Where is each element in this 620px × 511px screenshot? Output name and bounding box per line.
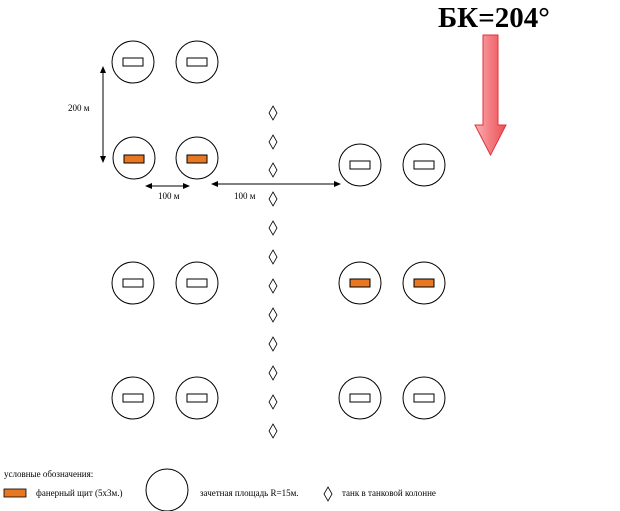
- target-area-active: [338, 261, 382, 305]
- target-area: [402, 376, 446, 420]
- bearing-arrow-icon: [474, 34, 507, 157]
- target-area: [111, 376, 155, 420]
- target-area-active: [402, 261, 446, 305]
- target-area-active: [112, 136, 156, 180]
- plywood-shield-active: [349, 278, 371, 288]
- diamond-icon: [268, 423, 278, 439]
- plywood-shield: [186, 57, 208, 67]
- bearing-label: БК=204°: [438, 2, 550, 34]
- plywood-shield: [122, 393, 144, 403]
- legend-symbols: [3, 468, 333, 511]
- tank-column: [268, 105, 278, 439]
- diamond-icon: [268, 191, 278, 207]
- plywood-shield-active: [123, 154, 145, 164]
- dimension-horizontal-label-1: 100 м: [158, 191, 180, 201]
- plywood-shield: [349, 393, 371, 403]
- dimension-horizontal-label-2: 100 м: [234, 191, 256, 201]
- diamond-icon: [268, 307, 278, 323]
- plywood-shield: [186, 278, 208, 288]
- legend-heading: условные обозначения:: [4, 469, 94, 479]
- legend-circle-icon: [145, 468, 189, 511]
- target-area: [402, 143, 446, 187]
- legend-diamond-icon: [323, 486, 333, 502]
- diamond-icon: [268, 105, 278, 121]
- right-target-group: [338, 143, 446, 420]
- diamond-icon: [268, 394, 278, 410]
- left-target-group: [111, 40, 219, 420]
- diamond-icon: [268, 134, 278, 150]
- plywood-shield: [413, 393, 435, 403]
- target-area-active: [175, 136, 219, 180]
- target-area: [175, 261, 219, 305]
- target-area: [111, 261, 155, 305]
- target-area: [338, 376, 382, 420]
- diamond-icon: [268, 278, 278, 294]
- plywood-shield: [122, 278, 144, 288]
- diamond-icon: [268, 162, 278, 178]
- plywood-shield: [413, 160, 435, 170]
- target-area: [111, 40, 155, 84]
- plywood-shield: [349, 160, 371, 170]
- diamond-icon: [268, 365, 278, 381]
- plywood-shield: [186, 393, 208, 403]
- legend-shield-label: фанерный щит (5х3м.): [36, 488, 123, 498]
- plywood-shield: [122, 57, 144, 67]
- dimension-lines: [100, 66, 341, 189]
- diamond-icon: [268, 220, 278, 236]
- target-area: [175, 376, 219, 420]
- legend-area-label: зачетная площадь R=15м.: [200, 488, 299, 498]
- plywood-shield-active: [413, 278, 435, 288]
- target-area: [175, 40, 219, 84]
- dimension-vertical-label: 200 м: [68, 103, 90, 113]
- legend-shield-icon: [3, 488, 27, 498]
- diamond-icon: [268, 336, 278, 352]
- plywood-shield-active: [186, 154, 208, 164]
- target-area: [338, 143, 382, 187]
- diamond-icon: [268, 249, 278, 265]
- legend-tank-label: танк в танковой колонне: [342, 488, 436, 498]
